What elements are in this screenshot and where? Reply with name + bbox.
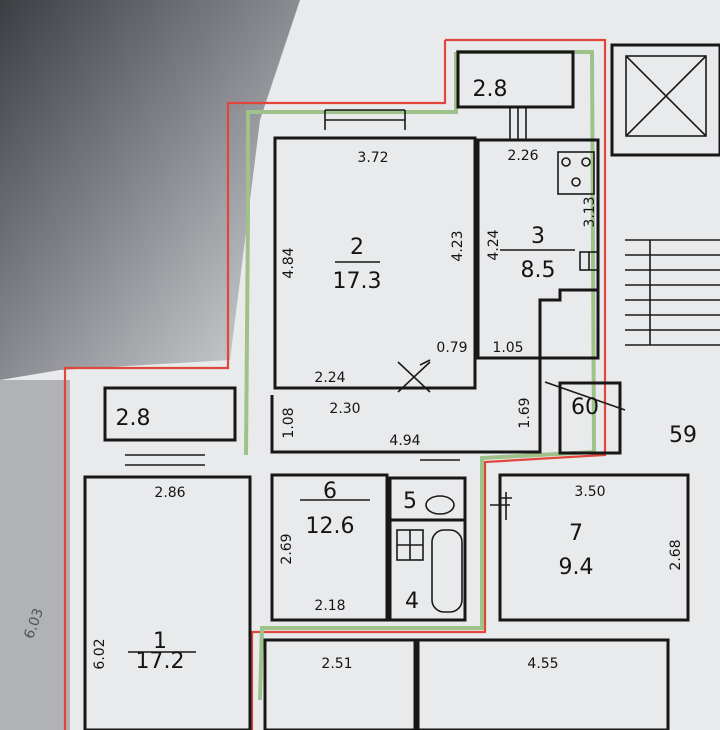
walls (83, 43, 720, 730)
shadow-bottom-left (0, 380, 70, 730)
balcony-left-area: 2.8 (116, 406, 151, 431)
dim-494: 4.94 (389, 433, 420, 449)
room-3-area: 8.5 (521, 258, 556, 283)
dim-224: 2.24 (314, 370, 345, 386)
room-6-number: 6 (323, 479, 337, 504)
dim-455: 4.55 (527, 656, 558, 672)
room-2-number: 2 (350, 235, 364, 260)
inner-highlight (244, 50, 597, 701)
dim-105: 1.05 (492, 340, 523, 356)
dim-423: 4.23 (450, 230, 466, 261)
room-2-area: 17.3 (333, 269, 382, 294)
room-3-number: 3 (531, 224, 545, 249)
dim-286: 2.86 (154, 485, 185, 501)
photo-shadow (0, 0, 300, 380)
dim-269: 2.69 (279, 533, 295, 564)
apartment-59-label: 59 (669, 423, 697, 448)
dim-230: 2.30 (329, 401, 360, 417)
apartment-60-label: 60 (571, 395, 599, 420)
room-1-area: 17.2 (136, 649, 185, 674)
room-4-number: 4 (405, 589, 419, 614)
dim-602: 6.02 (92, 638, 108, 669)
dim-169: 1.69 (517, 397, 533, 428)
dim-108: 1.08 (281, 407, 297, 438)
dim-350: 3.50 (574, 484, 605, 500)
room-7-number: 7 (569, 521, 583, 546)
dim-218: 2.18 (314, 598, 345, 614)
dim-226: 2.26 (507, 148, 538, 164)
dim-268: 2.68 (668, 539, 684, 570)
room-5-number: 5 (403, 489, 417, 514)
room-1-number: 1 (153, 629, 167, 654)
dim-313: 3.13 (582, 196, 598, 227)
room-7-area: 9.4 (559, 555, 594, 580)
dim-372: 3.72 (357, 150, 388, 166)
dim-484: 4.84 (281, 247, 297, 278)
stairs (625, 239, 720, 346)
room-6-area: 12.6 (306, 514, 355, 539)
dim-424: 4.24 (486, 229, 502, 260)
apartment-outline (63, 38, 607, 730)
balcony-top-area: 2.8 (473, 77, 508, 102)
dim-251: 2.51 (321, 656, 352, 672)
dim-079: 0.79 (436, 340, 467, 356)
